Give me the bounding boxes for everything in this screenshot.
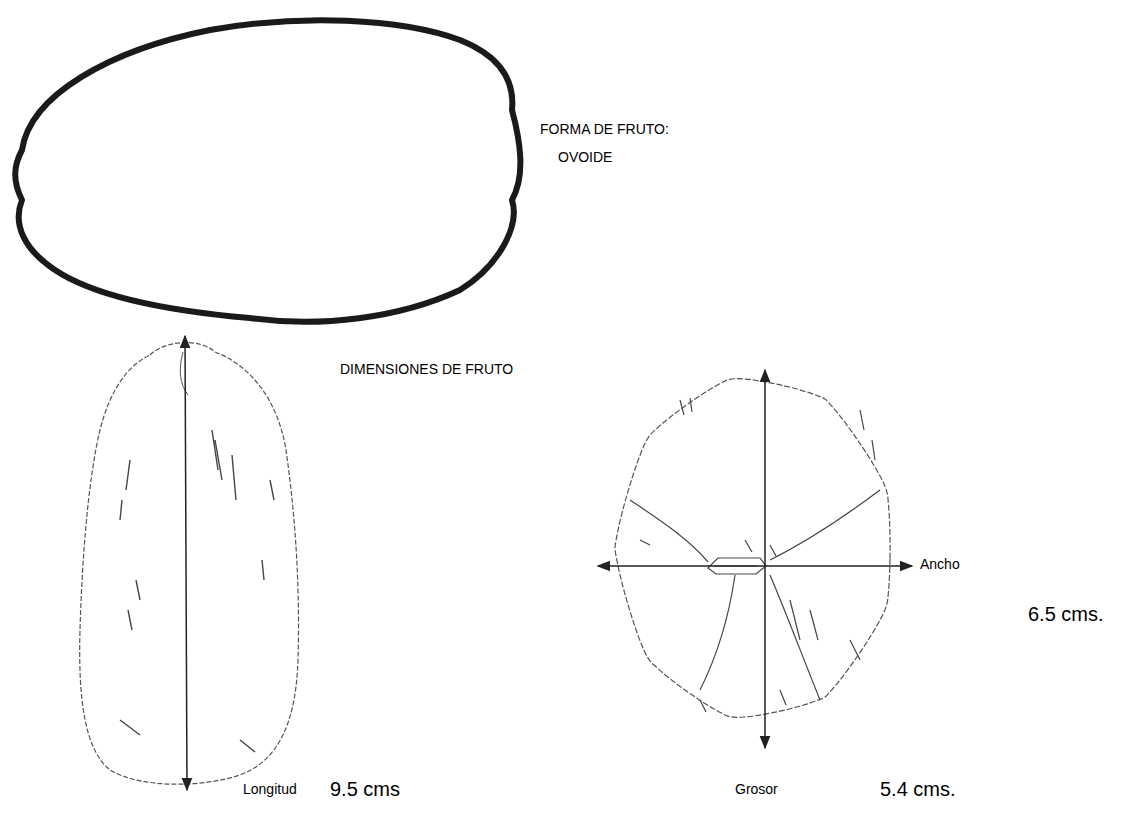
width-arrow xyxy=(598,565,912,567)
fruit-side-outline xyxy=(80,343,299,785)
section-texture xyxy=(630,398,880,712)
length-arrow xyxy=(185,336,187,790)
dimension-value: 9.5 cms xyxy=(330,778,400,800)
shape-heading: FORMA DE FRUTO: xyxy=(540,122,669,137)
dimension-name: Longitud xyxy=(243,782,297,797)
fruit-section-outline xyxy=(615,379,890,718)
fruit-section-path xyxy=(615,379,890,718)
dimension-name: Ancho xyxy=(920,557,960,572)
dimension-name: Grosor xyxy=(735,782,778,797)
dimensions-heading: DIMENSIONES DE FRUTO xyxy=(340,362,513,377)
dimension-value: 5.4 cms. xyxy=(880,778,956,800)
ovoid-outline xyxy=(15,20,520,322)
fruit-side-groove xyxy=(180,352,188,395)
surface-texture xyxy=(120,430,274,752)
thickness-arrow xyxy=(764,370,766,748)
shape-value: OVOIDE xyxy=(558,150,612,165)
dimension-value: 6.5 cms. xyxy=(1028,603,1104,625)
